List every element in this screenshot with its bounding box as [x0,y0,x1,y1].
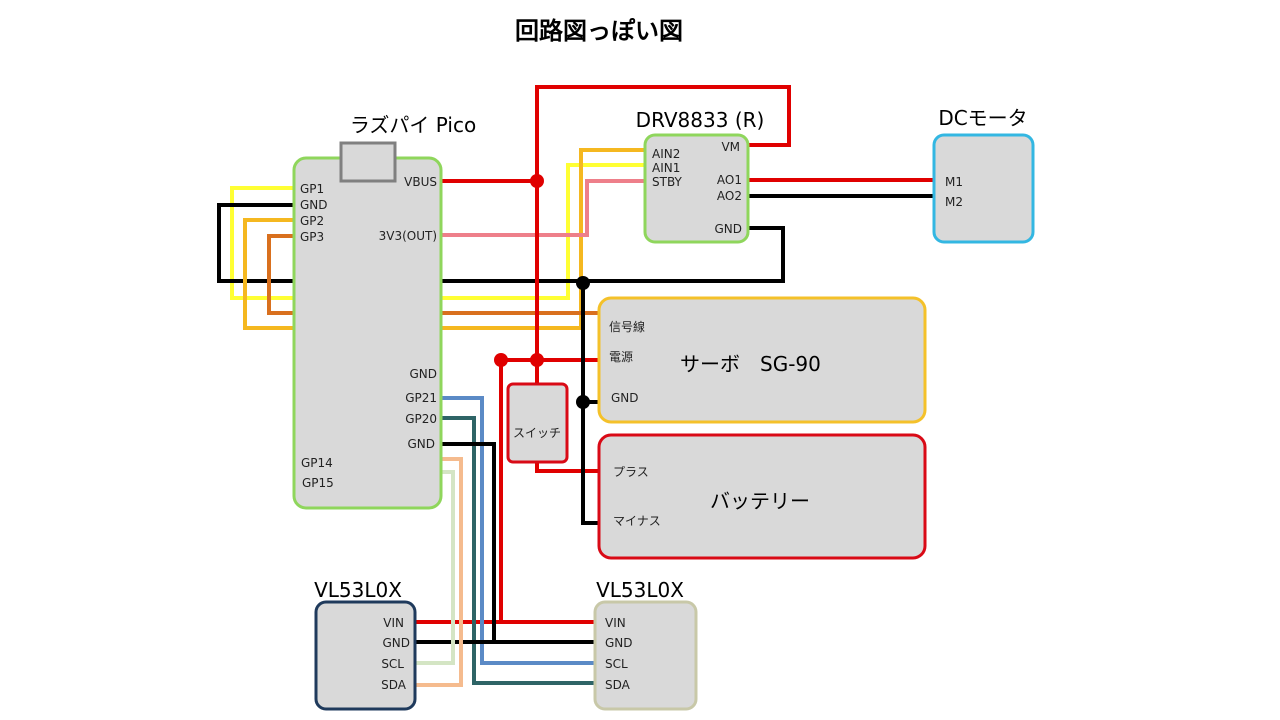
junction-dot [530,353,544,367]
sensor2-label: VL53L0X [596,578,684,602]
pico-board: ラズパイ Pico GP1 GND GP2 GP3 VBUS 3V3(OUT) … [292,113,476,510]
wire-3v3-stby [441,179,646,237]
pin-label: VM [721,140,740,154]
pin-label: 信号線 [609,319,645,334]
pin-label: VIN [383,616,404,630]
usb-connector-icon [339,141,397,183]
pin-label: GP14 [301,456,333,470]
battery-body [597,433,927,560]
pin-label: GND [407,437,435,451]
wire-gp21-scl [441,396,596,665]
drv-label: DRV8833 (R) [636,108,765,132]
pin-label: プラス [613,465,649,479]
pin-label: 電源 [609,350,633,364]
wire-pico-gnd-left [217,203,785,283]
pin-label: GP15 [302,476,334,490]
battery: プラス マイナス バッテリー [597,433,927,560]
pin-label: AIN2 [652,147,680,161]
junction-dot [494,353,508,367]
sensor-vl53l0x-1: VL53L0X VIN GND SCL SDA [314,578,417,711]
pin-label: GP2 [300,214,324,228]
switch-body [506,382,569,464]
sensor-vl53l0x-2: VL53L0X VIN GND SCL SDA [593,578,698,711]
pico-label: ラズパイ Pico [350,113,476,137]
servo-label: サーボ SG-90 [680,352,821,376]
motor-label: DCモータ [938,106,1027,130]
sensor1-label: VL53L0X [314,578,402,602]
battery-label: バッテリー [710,489,810,513]
pin-label: GP20 [405,412,437,426]
motor-body [932,133,1035,244]
servo-sg90: 信号線 電源 GND サーボ SG-90 [597,296,927,424]
pin-label: SDA [381,678,407,692]
wire-switch-battery [535,462,600,473]
pin-label: M2 [945,195,963,209]
pin-label: GP21 [405,391,437,405]
junctions [494,174,590,409]
wires [217,85,934,687]
pin-label: STBY [652,175,683,189]
switch-label: スイッチ [513,426,561,440]
dc-motor: DCモータ M1 M2 [932,106,1035,244]
pin-label: AO2 [717,189,742,203]
pin-label: マイナス [613,514,661,528]
sensor1-body [314,600,417,711]
switch: スイッチ [506,382,569,464]
pin-label: GND [409,367,437,381]
pin-label: GND [611,391,639,405]
junction-dot [576,395,590,409]
pin-label: VBUS [404,175,437,189]
pin-label: GP1 [300,182,324,196]
wire-ground-bus [581,281,600,525]
drv-body [643,133,750,244]
wire-gp15-scl [416,470,455,665]
pin-label: GND [300,198,328,212]
pin-label: SCL [605,657,628,671]
pin-label: VIN [605,616,626,630]
pin-label: 3V3(OUT) [379,229,437,243]
pin-label: GND [382,636,410,650]
junction-dot [530,174,544,188]
pin-label: M1 [945,175,963,189]
wire-gp14-sda [416,457,463,687]
pin-label: GND [605,636,633,650]
pin-label: GP3 [300,230,324,244]
pin-label: AO1 [717,173,742,187]
pin-label: SCL [381,657,404,671]
pin-label: SDA [605,678,631,692]
diagram-title: 回路図っぽい図 [515,17,683,45]
sensor2-body [593,600,698,711]
junction-dot [576,276,590,290]
drv8833: DRV8833 (R) AIN2 AIN1 STBY VM AO1 AO2 GN… [636,108,765,244]
wire-gp20-sda [441,416,596,685]
servo-body [597,296,927,424]
pin-label: AIN1 [652,161,680,175]
pin-label: GND [714,222,742,236]
